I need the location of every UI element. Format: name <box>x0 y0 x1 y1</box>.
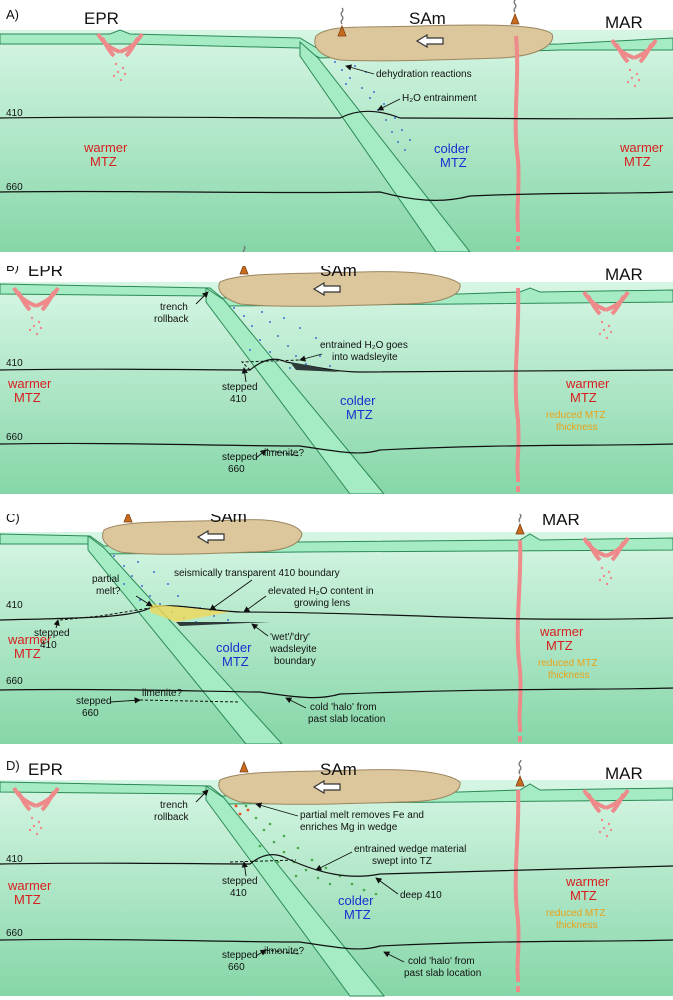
annotation: entrained wedge material <box>354 844 466 855</box>
annotation: dehydration reactions <box>376 69 472 80</box>
warmer-label: warmer <box>83 140 128 155</box>
annotation: 410 <box>40 640 57 651</box>
annotation: boundary <box>274 656 316 667</box>
warmer-label: warmer <box>619 140 664 155</box>
panel-c: C) SAm MAR 410 660 warmer MTZ warmer MTZ… <box>0 493 673 745</box>
reduced-mtz-label: thickness <box>548 670 590 681</box>
panel-a: A) EPR SAm MAR 410 660 warmer MTZ warmer… <box>0 0 673 253</box>
annotation: trench <box>160 800 188 811</box>
reduced-mtz-label: reduced MTZ <box>546 410 605 421</box>
depth-label-410: 410 <box>6 854 23 865</box>
warmer-label: MTZ <box>570 888 597 903</box>
boundary-660 <box>0 190 673 201</box>
ridge-label-epr: EPR <box>28 760 63 779</box>
annotation: deep 410 <box>400 890 442 901</box>
colder-label: MTZ <box>440 155 467 170</box>
annotation: elevated H₂O content in <box>268 586 374 597</box>
warmer-label: MTZ <box>90 154 117 169</box>
annotation: stepped <box>34 628 70 639</box>
annotation: stepped <box>222 950 258 961</box>
annotation: seismically transparent 410 boundary <box>174 568 340 579</box>
warmer-label: MTZ <box>14 892 41 907</box>
warmer-label: warmer <box>539 624 584 639</box>
annotation: ilmenite? <box>264 946 304 957</box>
reduced-mtz-label: thickness <box>556 422 598 433</box>
colder-label: colder <box>434 141 470 156</box>
annotation: past slab location <box>308 714 385 725</box>
ridge-label-mar: MAR <box>605 13 643 32</box>
colder-label: MTZ <box>346 407 373 422</box>
reduced-mtz-label: thickness <box>556 920 598 931</box>
depth-label-660: 660 <box>6 928 23 939</box>
panel-b: B) EPR SAm MAR 410 660 warmer MTZ warmer… <box>0 245 673 495</box>
colder-label: colder <box>338 893 374 908</box>
warmer-label: MTZ <box>14 646 41 661</box>
depth-label-660: 660 <box>6 432 23 443</box>
continent-label: SAm <box>320 760 357 779</box>
annotation: rollback <box>154 812 189 823</box>
panel-d: D) EPR SAm MAR 410 660 warmer MTZ warmer… <box>0 743 673 997</box>
warmer-label: warmer <box>7 878 52 893</box>
annotation: ilmenite? <box>142 688 182 699</box>
depth-label-660: 660 <box>6 676 23 687</box>
annotation: swept into TZ <box>372 856 432 867</box>
warmer-label: MTZ <box>546 638 573 653</box>
boundary-410 <box>0 110 673 120</box>
ridge-label-mar: MAR <box>542 510 580 529</box>
annotation: 660 <box>82 708 99 719</box>
annotation: cold 'halo' from <box>408 956 475 967</box>
volcano-icon <box>510 0 520 25</box>
annotation: stepped <box>222 382 258 393</box>
warmer-label: MTZ <box>570 390 597 405</box>
reduced-mtz-label: reduced MTZ <box>538 658 597 669</box>
warmer-label: MTZ <box>14 390 41 405</box>
colder-label: colder <box>340 393 376 408</box>
annotation: past slab location <box>404 968 481 979</box>
continent-label: SAm <box>409 9 446 28</box>
annotation: 410 <box>230 394 247 405</box>
annotation: 660 <box>228 464 245 475</box>
depth-label-410: 410 <box>6 108 23 119</box>
colder-label: MTZ <box>222 654 249 669</box>
mantle-plume <box>513 35 521 227</box>
colder-label: colder <box>216 640 252 655</box>
annotation: enriches Mg in wedge <box>300 822 398 833</box>
annotation: 410 <box>230 888 247 899</box>
warmer-label: warmer <box>565 376 610 391</box>
water-dots <box>334 61 411 151</box>
annotation: trench <box>160 302 188 313</box>
panel-tag: A) <box>6 7 19 22</box>
reduced-mtz-label: reduced MTZ <box>546 908 605 919</box>
annotation: wadsleyite <box>269 644 317 655</box>
annotation: into wadsleyite <box>332 352 398 363</box>
annotation: partial <box>92 574 119 585</box>
depth-label-660: 660 <box>6 182 23 193</box>
warmer-label: MTZ <box>624 154 651 169</box>
warmer-label: warmer <box>565 874 610 889</box>
annotation: partial melt removes Fe and <box>300 810 424 821</box>
annotation: 660 <box>228 962 245 973</box>
warmer-label: warmer <box>7 376 52 391</box>
annotation: melt? <box>96 586 121 597</box>
annotation: entrained H₂O goes <box>320 340 408 351</box>
ridge-label-mar: MAR <box>605 265 643 284</box>
annotation: cold 'halo' from <box>310 702 377 713</box>
annotation: stepped <box>76 696 112 707</box>
ridge-label-mar: MAR <box>605 764 643 783</box>
depth-label-410: 410 <box>6 358 23 369</box>
annotation: H₂O entrainment <box>402 93 477 104</box>
annotation: 'wet'/'dry' <box>270 632 310 643</box>
ridge-label-epr: EPR <box>84 9 119 28</box>
annotation: growing lens <box>294 598 350 609</box>
colder-label: MTZ <box>344 907 371 922</box>
panel-tag: D) <box>6 758 20 773</box>
annotation: ilmenite? <box>264 448 304 459</box>
annotation: stepped <box>222 876 258 887</box>
annotation: stepped <box>222 452 258 463</box>
warmer-label: warmer <box>7 632 52 647</box>
depth-label-410: 410 <box>6 600 23 611</box>
annotation: rollback <box>154 314 189 325</box>
